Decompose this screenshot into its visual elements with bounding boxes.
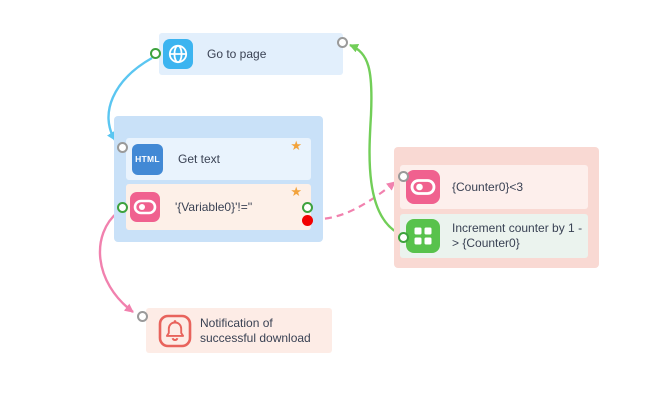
port-counter-check-in[interactable]	[397, 171, 409, 182]
connection-increment-counter-to-go-to-page[interactable]	[349, 43, 399, 235]
node-label: {Counter0}<3	[452, 179, 524, 194]
node-get-text[interactable]: HTML Get text ★	[126, 138, 311, 180]
html-icon: HTML	[132, 143, 163, 175]
node-variable-check[interactable]: '{Variable0}'!='' ★	[126, 184, 311, 230]
node-notification[interactable]: Notification of successful download	[146, 308, 332, 353]
toggle-switch-icon	[130, 192, 160, 222]
node-counter-check[interactable]: {Counter0}<3	[400, 165, 588, 209]
node-increment-counter[interactable]: Increment counter by 1 -> {Counter0}	[400, 214, 588, 258]
star-bookmark-icon[interactable]: ★	[290, 138, 302, 153]
port-variable-check-out-right[interactable]	[302, 201, 313, 213]
bell-icon	[157, 313, 193, 349]
globe-icon	[163, 39, 193, 69]
node-label: Get text	[178, 151, 221, 166]
port-get-text-in[interactable]	[117, 141, 128, 153]
port-notification-in[interactable]	[136, 310, 148, 322]
star-bookmark-icon[interactable]: ★	[290, 184, 302, 199]
toggle-switch-icon	[406, 170, 440, 204]
connection-variable-check-false-to-counter-check[interactable]	[312, 181, 396, 221]
node-label: '{Variable0}'!=''	[175, 199, 253, 214]
port-go-to-page-in[interactable]	[336, 36, 348, 48]
connection-variable-check-to-notification[interactable]	[98, 211, 134, 313]
node-label: Increment counter by 1 -> {Counter0}	[452, 221, 583, 250]
grid-icon	[406, 219, 440, 253]
port-increment-counter-out[interactable]	[397, 232, 409, 243]
port-variable-check-out-left[interactable]	[116, 201, 128, 213]
node-label: Notification of successful download	[200, 315, 311, 345]
port-go-to-page-out[interactable]	[149, 47, 161, 59]
node-label: Go to page	[207, 46, 267, 61]
connection-go-to-page-to-get-text[interactable]	[106, 56, 153, 141]
port-variable-check-false-dot[interactable]	[302, 214, 313, 226]
node-go-to-page[interactable]: Go to page	[159, 33, 343, 75]
